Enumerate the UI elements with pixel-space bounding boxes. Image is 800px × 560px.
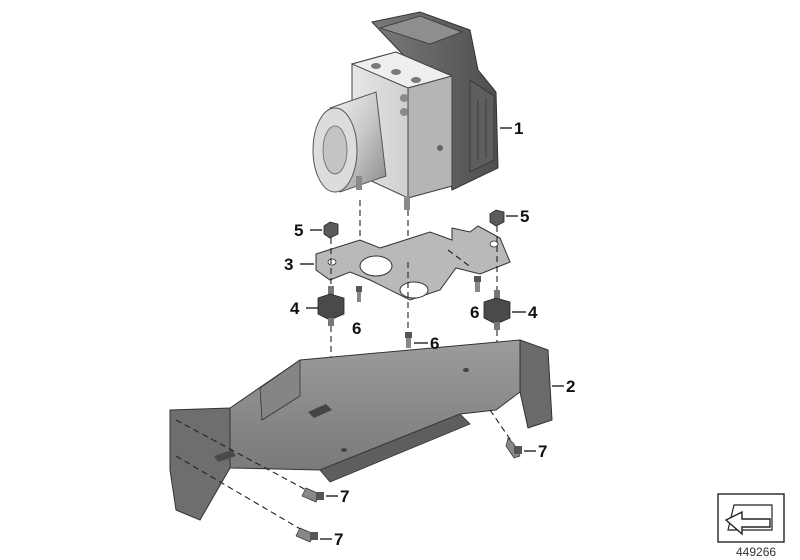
nut-right	[489, 209, 505, 227]
document-number: 449266	[736, 545, 776, 559]
assembly-line	[447, 249, 473, 269]
callout-4-right: 4	[528, 303, 538, 322]
document-arrow-icon	[717, 493, 785, 543]
bolt-right	[505, 437, 522, 459]
rubber-mount-left	[317, 286, 345, 326]
callout-1: 1	[514, 119, 523, 138]
assembly-line	[175, 419, 311, 493]
rubber-mount-right	[483, 290, 511, 330]
callout-4-left: 4	[290, 299, 300, 318]
bolt-lower-bottom	[295, 527, 318, 543]
mounting-plate	[315, 225, 511, 301]
callout-6-left: 6	[352, 319, 361, 338]
nut-left	[323, 221, 339, 239]
callout-5-left: 5	[294, 221, 303, 240]
screw-small-center	[405, 332, 412, 348]
assembly-line	[175, 455, 303, 531]
screw-small-right	[474, 276, 481, 292]
callout-6-center: 6	[430, 334, 439, 353]
callout-7-right: 7	[538, 442, 547, 461]
hydraulic-unit	[312, 11, 499, 210]
screw-small-left	[356, 286, 362, 302]
assembly-line	[489, 409, 513, 443]
callout-7-upper: 7	[340, 487, 349, 506]
callout-5-right: 5	[520, 207, 529, 226]
callout-7-lower: 7	[334, 530, 343, 549]
callout-6-right: 6	[470, 303, 479, 322]
callout-2: 2	[566, 377, 575, 396]
callout-3: 3	[284, 255, 293, 274]
bolt-lower-upper	[301, 487, 324, 503]
carrier-bracket	[169, 339, 553, 521]
